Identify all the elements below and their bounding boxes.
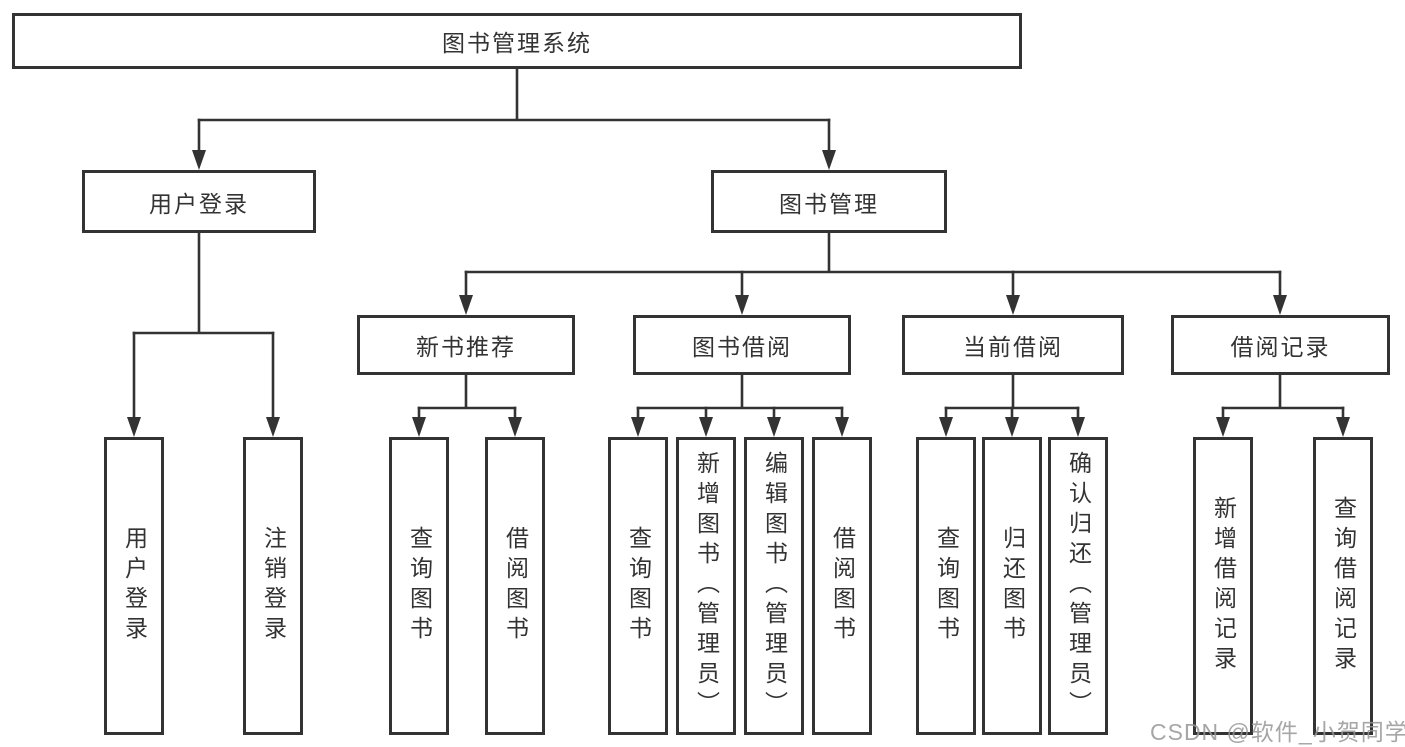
leaf-query-books-recommend-label: 查询图书	[406, 526, 433, 646]
leaf-add-book-admin: 新增图书（管理员）	[676, 437, 736, 735]
leaf-query-books-current: 查询图书	[916, 437, 976, 735]
node-root-system: 图书管理系统	[12, 13, 1022, 69]
connector-borrowing-to-leaves	[631, 373, 849, 437]
node-book-borrowing: 图书借阅	[633, 315, 851, 375]
node-borrow-records: 借阅记录	[1171, 315, 1390, 375]
node-new-book-recommend-label: 新书推荐	[416, 334, 516, 360]
node-current-borrowing: 当前借阅	[902, 315, 1124, 375]
node-book-management-label: 图书管理	[779, 190, 879, 217]
connector-login-to-leaves	[127, 230, 280, 437]
node-user-login-label: 用户登录	[149, 190, 249, 217]
leaf-query-borrow-record-label: 查询借阅记录	[1330, 496, 1357, 676]
leaf-edit-book-admin-label: 编辑图书（管理员）	[761, 451, 788, 721]
leaf-query-books-current-label: 查询图书	[933, 526, 960, 646]
csdn-watermark: CSDN @软件_小贺同学	[1150, 719, 1405, 745]
leaf-query-books-borrowing-label: 查询图书	[625, 526, 652, 646]
connector-current-to-leaves	[939, 373, 1085, 437]
connector-root-to-level2	[192, 65, 836, 170]
leaf-borrow-books-recommend-label: 借阅图书	[502, 526, 529, 646]
leaf-query-borrow-record: 查询借阅记录	[1313, 437, 1373, 735]
connector-management-to-level3	[459, 230, 1287, 315]
leaf-confirm-return-admin: 确认归还（管理员）	[1048, 437, 1108, 735]
node-new-book-recommend: 新书推荐	[357, 315, 575, 375]
node-borrow-records-label: 借阅记录	[1230, 334, 1331, 360]
leaf-logout: 注销登录	[243, 437, 303, 735]
leaf-user-login-label: 用户登录	[121, 526, 148, 646]
leaf-confirm-return-admin-label: 确认归还（管理员）	[1065, 451, 1092, 721]
leaf-return-books: 归还图书	[982, 437, 1042, 735]
leaf-add-book-admin-label: 新增图书（管理员）	[693, 451, 720, 721]
node-root-system-label: 图书管理系统	[442, 30, 592, 56]
leaf-user-login: 用户登录	[104, 437, 164, 735]
leaf-return-books-label: 归还图书	[999, 526, 1026, 646]
leaf-edit-book-admin: 编辑图书（管理员）	[744, 437, 804, 735]
node-current-borrowing-label: 当前借阅	[963, 334, 1063, 360]
leaf-borrow-books-label: 借阅图书	[829, 526, 856, 646]
node-book-management: 图书管理	[711, 170, 947, 233]
node-book-borrowing-label: 图书借阅	[692, 334, 792, 360]
leaf-query-books-borrowing: 查询图书	[608, 437, 668, 735]
leaf-add-borrow-record-label: 新增借阅记录	[1210, 496, 1237, 676]
leaf-logout-label: 注销登录	[260, 526, 287, 646]
leaf-add-borrow-record: 新增借阅记录	[1193, 437, 1253, 735]
leaf-query-books-recommend: 查询图书	[389, 437, 449, 735]
leaf-borrow-books: 借阅图书	[812, 437, 872, 735]
connector-records-to-leaves	[1216, 373, 1350, 437]
connector-recommend-to-leaves	[412, 373, 522, 437]
leaf-borrow-books-recommend: 借阅图书	[485, 437, 545, 735]
node-user-login: 用户登录	[82, 170, 316, 233]
